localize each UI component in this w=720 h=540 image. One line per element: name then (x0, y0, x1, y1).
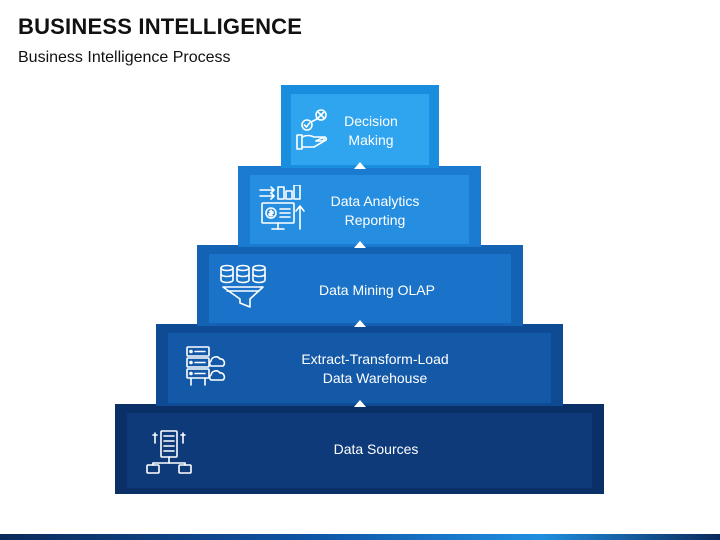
pyramid-level-data-mining: Data Mining OLAP (197, 245, 523, 326)
database-funnel-icon (219, 263, 269, 311)
pyramid-level-decision-making: Decision Making (281, 85, 439, 168)
pyramid-level-inner (127, 413, 592, 488)
pyramid-level-etl: Extract-Transform-Load Data Warehouse (156, 324, 563, 406)
pyramid-level-label: Data Analytics Reporting (330, 193, 420, 228)
pyramid-arrow-up (354, 320, 366, 327)
page-title: BUSINESS INTELLIGENCE (18, 14, 303, 39)
pyramid-arrow-up (354, 241, 366, 248)
footer-accent-bar (0, 534, 720, 540)
server-cloud-icon (181, 343, 227, 389)
pyramid-level-inner (291, 94, 429, 165)
page-subtitle: Business Intelligence Process (18, 49, 231, 66)
pyramid-level-analytics: Data Analytics Reporting (238, 166, 481, 247)
pyramid-level-data-sources: Data Sources (115, 404, 604, 494)
pyramid-arrow-up (354, 400, 366, 407)
analytics-monitor-icon (258, 185, 306, 233)
decision-hand-icon (295, 109, 335, 153)
pyramid-level-label: Extract-Transform-Load Data Warehouse (301, 351, 449, 386)
pyramid-level-label: Data Mining OLAP (319, 282, 435, 298)
server-network-icon (145, 429, 193, 475)
pyramid-level-label: Decision Making (344, 113, 398, 148)
pyramid-level-inner (168, 333, 551, 403)
pyramid-arrow-up (354, 162, 366, 169)
pyramid-level-label: Data Sources (333, 441, 419, 457)
